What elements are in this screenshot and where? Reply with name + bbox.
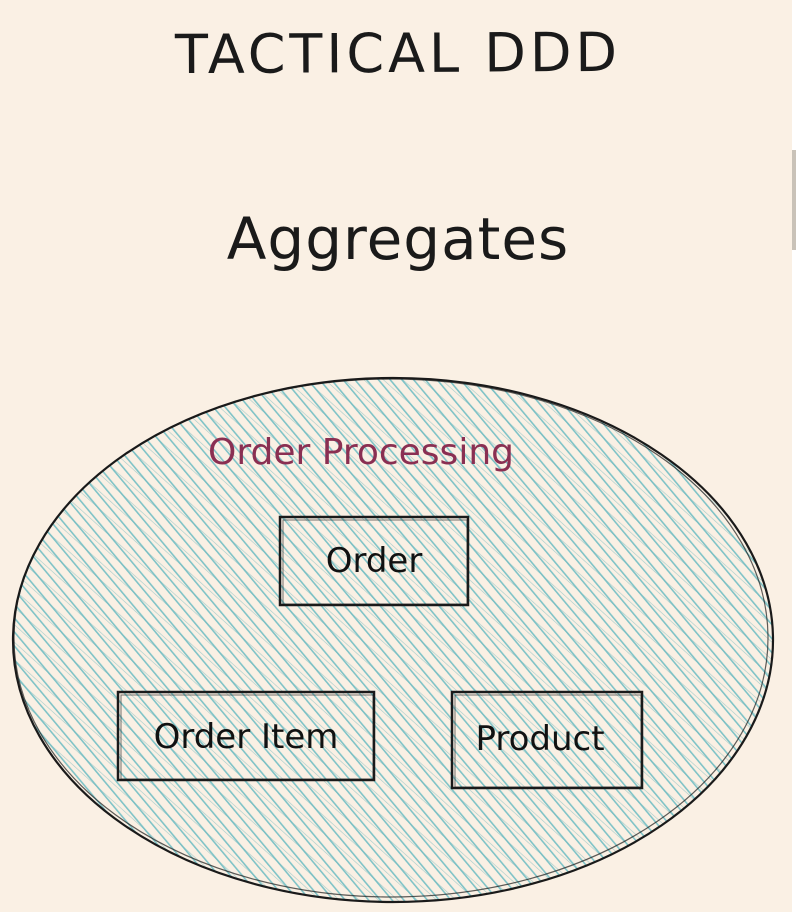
aggregate-boundary[interactable] bbox=[11, 376, 775, 904]
entity-product[interactable]: Product bbox=[450, 690, 644, 790]
window-edge bbox=[792, 0, 796, 912]
scrollbar-thumb[interactable] bbox=[792, 150, 796, 250]
entity-order-item-label: Order Item bbox=[154, 717, 339, 757]
entity-order-label: Order bbox=[326, 541, 423, 581]
entity-order-item[interactable]: Order Item bbox=[116, 690, 376, 782]
aggregate-boundary-label: Order Processing bbox=[208, 432, 514, 473]
slide-subtitle: Aggregates bbox=[226, 205, 570, 273]
entity-order[interactable]: Order bbox=[278, 515, 470, 607]
entity-product-label: Product bbox=[475, 719, 604, 759]
